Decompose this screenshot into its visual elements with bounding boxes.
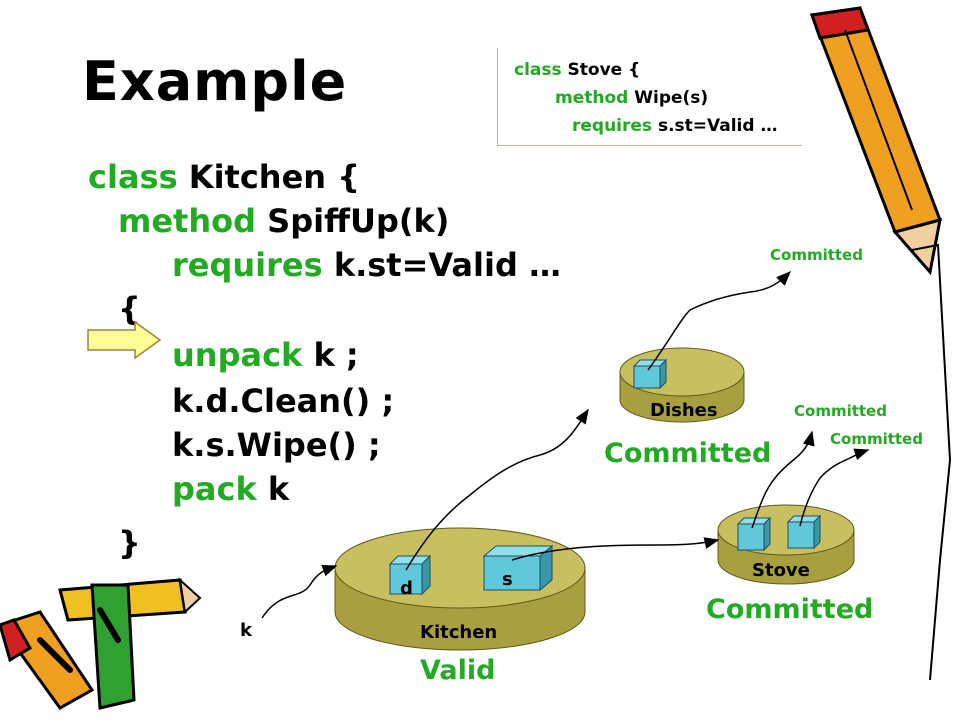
stove-field-2-arrow	[799, 448, 870, 527]
dishes-field-cube-icon	[632, 358, 668, 390]
stove-field-2-cube-icon	[786, 514, 822, 550]
dishes-field-state: Committed	[770, 246, 863, 264]
k-label: k	[240, 620, 252, 641]
stove-label: Stove	[752, 560, 810, 581]
code-line-6: k.d.Clean() ;	[172, 382, 395, 420]
callout-keyword: class	[514, 60, 562, 80]
code-text: k ;	[302, 336, 359, 374]
field-s-label: s	[502, 569, 513, 590]
dishes-state: Committed	[604, 438, 772, 469]
stove-field-1-state: Committed	[794, 402, 887, 420]
code-line-1: class Kitchen {	[88, 158, 360, 196]
callout-keyword: method	[555, 88, 629, 108]
dishes-field-arrow	[647, 270, 792, 371]
code-text: k.st=Valid …	[322, 246, 561, 284]
callout-line-2: method Wipe(s)	[555, 88, 708, 108]
field-d-label: d	[400, 578, 413, 599]
page-title: Example	[82, 50, 348, 113]
callout-box	[497, 48, 802, 146]
code-line-2: method SpiffUp(k)	[118, 202, 449, 240]
code-keyword: unpack	[172, 336, 303, 374]
s-to-stove-arrow	[511, 537, 720, 561]
current-line-arrow-icon	[87, 320, 162, 360]
code-text: SpiffUp(k)	[256, 202, 450, 240]
k-pointer-arrow	[261, 564, 338, 619]
callout-line-1: class Stove {	[514, 60, 640, 80]
callout-text: Stove {	[561, 60, 641, 80]
code-text: k	[256, 470, 290, 508]
kitchen-label: Kitchen	[420, 622, 498, 643]
code-line-4: {	[118, 290, 141, 328]
code-line-8: pack k	[172, 470, 289, 508]
code-keyword: pack	[172, 470, 257, 508]
stove-field-1-cube-icon	[736, 516, 772, 552]
stove-state: Committed	[706, 594, 874, 625]
callout-text: Wipe(s)	[628, 88, 709, 108]
code-line-3: requires k.st=Valid …	[172, 246, 561, 284]
code-keyword: method	[118, 202, 257, 240]
field-s-cube-icon	[482, 544, 554, 592]
code-keyword: requires	[172, 246, 323, 284]
d-to-dishes-arrow	[405, 408, 589, 571]
code-text: Kitchen {	[177, 158, 360, 196]
code-line-7: k.s.Wipe() ;	[172, 426, 381, 464]
callout-keyword: requires	[572, 116, 653, 136]
callout-text: s.st=Valid …	[652, 116, 778, 136]
stove-field-2-state: Committed	[830, 430, 923, 448]
callout-line-3: requires s.st=Valid …	[572, 116, 777, 136]
code-line-5: unpack k ;	[172, 336, 359, 374]
stove-field-1-arrow	[751, 430, 815, 529]
pencils-clipart-icon	[0, 577, 202, 710]
code-keyword: class	[88, 158, 178, 196]
kitchen-state: Valid	[420, 655, 496, 686]
code-line-9: }	[118, 524, 141, 562]
pencil-clipart-icon	[809, 6, 952, 681]
dishes-label: Dishes	[650, 400, 718, 421]
